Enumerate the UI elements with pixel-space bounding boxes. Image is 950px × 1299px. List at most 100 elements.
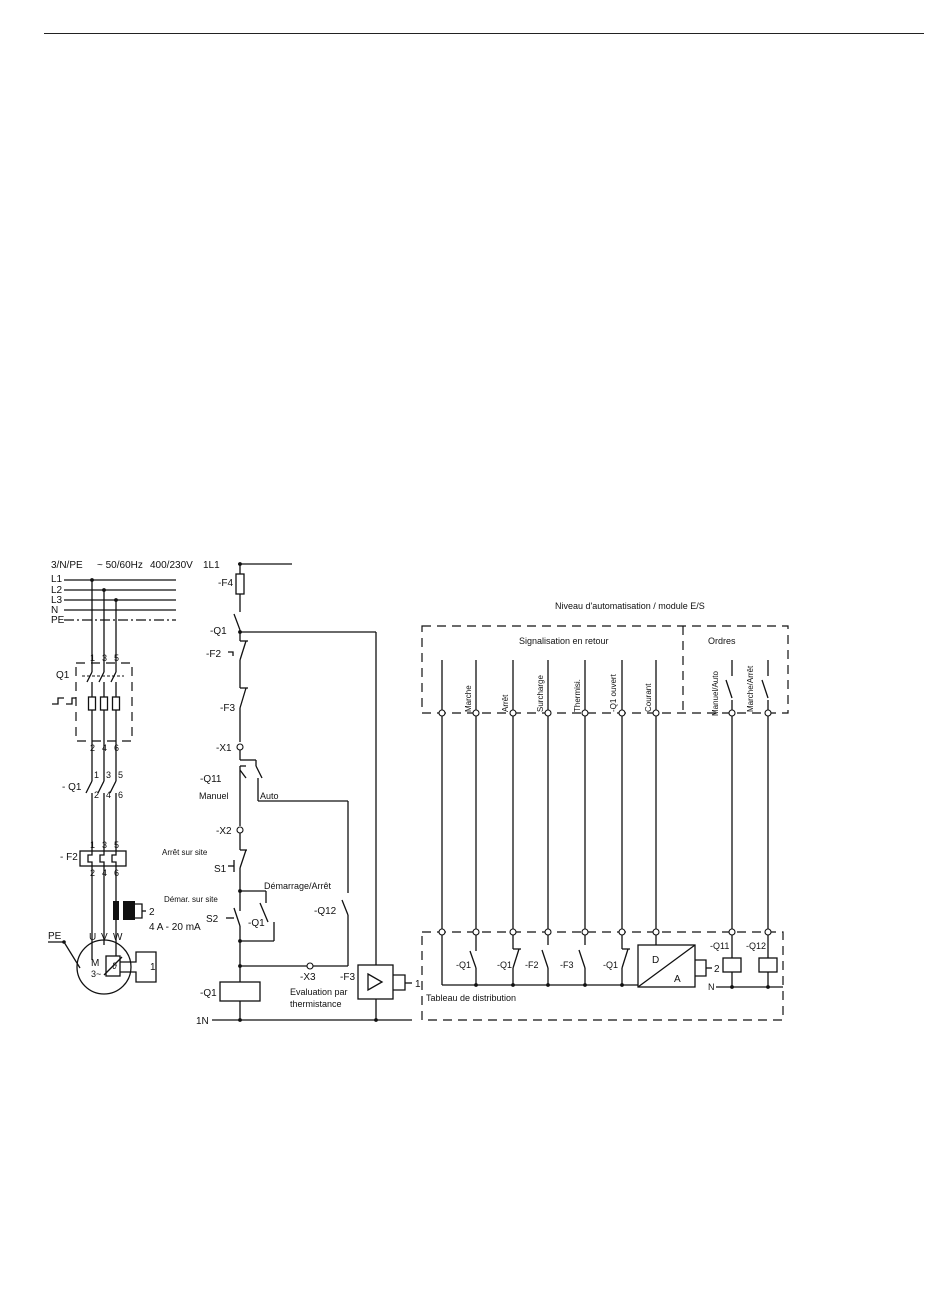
line-label-n: N bbox=[51, 605, 58, 616]
line-label-l3: L3 bbox=[51, 595, 63, 606]
control-supply-bottom-label: 1N bbox=[196, 1016, 209, 1027]
q1-coil bbox=[219, 981, 261, 1002]
signal-courant: Courant bbox=[644, 683, 653, 712]
q1-trip-element-1 bbox=[87, 696, 97, 711]
k-term-1: 1 bbox=[94, 770, 99, 780]
q1-term-2: 2 bbox=[90, 743, 95, 753]
signal-thermisi: Thermisi. bbox=[573, 679, 582, 712]
q1-breaker-frame bbox=[75, 662, 133, 742]
q1-trip-element-3 bbox=[111, 696, 121, 711]
s1-label: S1 bbox=[214, 864, 227, 875]
automation-level: Niveau d'automatisation / module E/S Sig… bbox=[421, 601, 789, 1021]
converter-a-label: A bbox=[674, 974, 681, 985]
automation-title: Niveau d'automatisation / module E/S bbox=[555, 601, 705, 611]
local-start-label: Démar. sur site bbox=[164, 895, 218, 904]
x3-terminal bbox=[306, 962, 314, 970]
k-term-3: 3 bbox=[106, 770, 111, 780]
q1-term-1: 1 bbox=[90, 653, 95, 663]
motor-terminal-v: V bbox=[101, 932, 108, 943]
q1-contactor-label: - Q1 bbox=[62, 782, 82, 793]
start-stop-label: Démarrage/Arrêt bbox=[264, 881, 332, 891]
f2-term-1: 1 bbox=[90, 840, 95, 850]
q1-term-6: 6 bbox=[114, 743, 119, 753]
command-marche-arret: Marche/Arrêt bbox=[746, 665, 755, 712]
f3-relay-label: -F3 bbox=[340, 972, 355, 983]
x2-label: -X2 bbox=[216, 826, 232, 837]
voltage-label: 400/230V bbox=[150, 560, 193, 571]
distribution-panel-frame bbox=[421, 931, 784, 1021]
thermistor-number: 1 bbox=[150, 962, 156, 973]
k-term-2: 2 bbox=[94, 790, 99, 800]
x1-terminal bbox=[236, 743, 244, 751]
f2-aux-label: -F2 bbox=[206, 649, 221, 660]
relay-number: 1 bbox=[415, 979, 421, 990]
f4-label: -F4 bbox=[218, 578, 233, 589]
current-sensor-number: 2 bbox=[149, 907, 155, 918]
panel-contact-q1-a: -Q1 bbox=[456, 960, 471, 970]
q1-term-4: 4 bbox=[102, 743, 107, 753]
pe-label: PE bbox=[48, 931, 62, 942]
motor-phase-label: 3~ bbox=[91, 969, 101, 979]
motor-terminal-u: U bbox=[89, 932, 96, 943]
signal-surcharge: Surcharge bbox=[536, 675, 545, 712]
signal-q1-ouvert: -Q1 ouvert bbox=[609, 673, 618, 712]
auto-label: Auto bbox=[260, 791, 279, 801]
control-circuit: 1L1 -F4 -Q1 -F2 -F3 -X1 bbox=[162, 560, 421, 1027]
s2-label: S2 bbox=[206, 914, 219, 925]
supply-busbars: L1 L2 L3 N PE bbox=[51, 574, 176, 626]
coil-label: -Q1 bbox=[200, 988, 217, 999]
feedback-group-label: Signalisation en retour bbox=[519, 636, 609, 646]
line-label-l2: L2 bbox=[51, 585, 63, 596]
line-label-pe: PE bbox=[51, 615, 65, 626]
line-label-l1: L1 bbox=[51, 574, 63, 585]
commands-group-label: Ordres bbox=[708, 636, 736, 646]
relay-q12-coil bbox=[758, 957, 778, 973]
relay-q11-label: -Q11 bbox=[710, 941, 729, 951]
evaluation-line2: thermistance bbox=[290, 999, 342, 1009]
relay-q12-label: -Q12 bbox=[746, 941, 766, 951]
q1-operator-symbol bbox=[52, 697, 76, 705]
k-term-5: 5 bbox=[118, 770, 123, 780]
panel-contact-q1-b: -Q1 bbox=[497, 960, 512, 970]
q1-hold-label: -Q1 bbox=[248, 918, 265, 929]
current-range-label: 4 A - 20 mA bbox=[149, 922, 201, 933]
evaluation-line1: Evaluation par bbox=[290, 987, 348, 997]
panel-contact-f3: -F3 bbox=[560, 960, 574, 970]
f2-term-4: 4 bbox=[102, 868, 107, 878]
frequency-label: ~ 50/60Hz bbox=[97, 560, 143, 571]
f3-thermistor-relay bbox=[357, 964, 394, 1000]
x3-label: -X3 bbox=[300, 972, 316, 983]
x2-terminal bbox=[236, 826, 244, 834]
io-module-frame bbox=[421, 625, 789, 714]
k-term-4: 4 bbox=[106, 790, 111, 800]
f2-overload-label: - F2 bbox=[60, 852, 78, 863]
motor-symbol bbox=[76, 939, 132, 995]
signal-arret: Arrêt bbox=[501, 694, 510, 712]
motor-terminal-w: W bbox=[113, 932, 123, 943]
q1-term-3: 3 bbox=[102, 653, 107, 663]
x1-label: -X1 bbox=[216, 743, 232, 754]
relay-q11-coil bbox=[722, 957, 742, 973]
converter-number: 2 bbox=[714, 964, 720, 975]
network-label: 3/N/PE bbox=[51, 560, 83, 571]
q1-trip-element-2 bbox=[99, 696, 109, 711]
f2-term-2: 2 bbox=[90, 868, 95, 878]
q1-breaker-label: Q1 bbox=[56, 670, 70, 681]
local-stop-label: Arrêt sur site bbox=[162, 848, 208, 857]
power-circuit: Q1 1 3 5 2 4 6 - Q1 1 3 5 2 4 6 - F2 1 3 bbox=[48, 580, 201, 995]
control-supply-top-label: 1L1 bbox=[203, 560, 220, 571]
supply-header: 3/N/PE ~ 50/60Hz 400/230V bbox=[51, 560, 193, 571]
f4-fuse bbox=[235, 573, 245, 595]
page-top-rule bbox=[44, 33, 924, 34]
k-term-6: 6 bbox=[118, 790, 123, 800]
q11-label: -Q11 bbox=[200, 774, 222, 785]
f2-overload-relay bbox=[79, 850, 127, 867]
f2-term-3: 3 bbox=[102, 840, 107, 850]
theta-symbol: ϑ bbox=[112, 961, 117, 971]
f2-term-5: 5 bbox=[114, 840, 119, 850]
q12-label: -Q12 bbox=[314, 906, 337, 917]
q1-aux-label: -Q1 bbox=[210, 626, 227, 637]
command-manuel-auto: Manuel/Auto bbox=[711, 671, 720, 716]
f2-term-6: 6 bbox=[114, 868, 119, 878]
